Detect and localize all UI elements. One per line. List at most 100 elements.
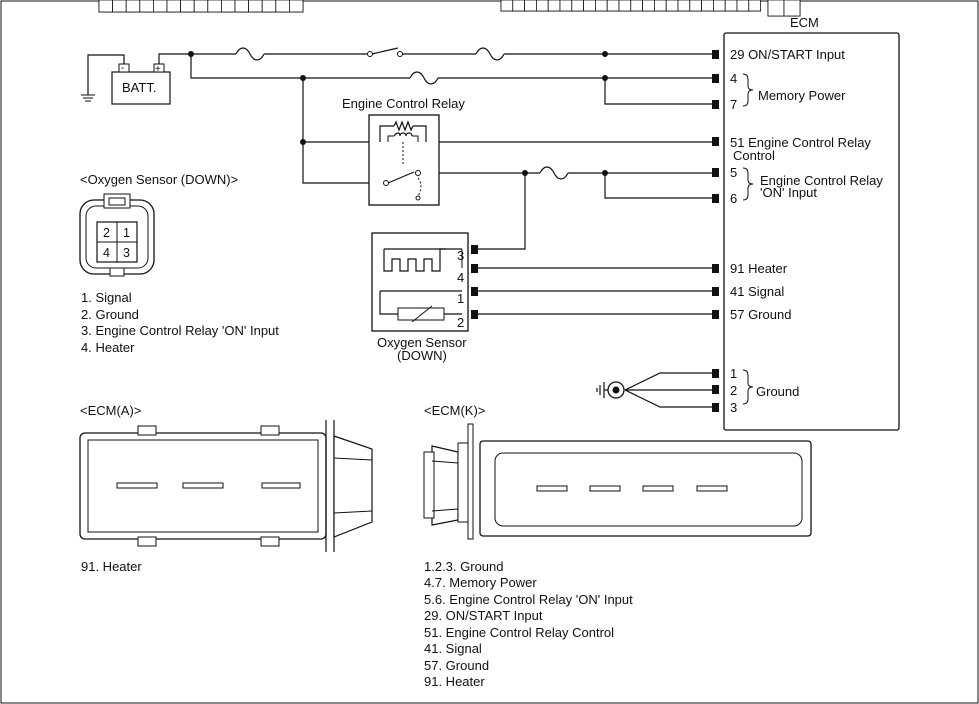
ecm-k-pin-number: 25: [538, 0, 546, 2]
relay-coil-end-1: [387, 135, 394, 142]
ecm-a-tab: [260, 536, 280, 547]
wire-batt-pos: [158, 53, 236, 64]
ecm-a-legend-1: 91. Heater: [81, 559, 142, 574]
ecm-a-pin-number: 11: [156, 0, 165, 2]
junction-dot: [300, 75, 306, 81]
ecm-a-pin-number: 5: [240, 0, 245, 2]
ecm-a-pin-number: 15: [101, 0, 110, 2]
ecm-pin-51-marker: [712, 137, 719, 146]
junction-dot: [522, 170, 528, 176]
ecm-pin-g1-marker: [712, 369, 719, 378]
ecm-k-pin-number: 10: [715, 0, 723, 2]
ecm-pin-51-label-cont: Control: [733, 148, 775, 163]
ecm-k-pin-number: 18: [621, 0, 629, 2]
wire-ground-3: [624, 389, 712, 408]
relay-title: Engine Control Relay: [342, 96, 465, 111]
ecm-k-pin-number: 27: [515, 0, 523, 2]
ecm-k-key: [696, 485, 728, 492]
ecm-a-pin-cell: [288, 0, 304, 13]
junction-dot: [188, 51, 194, 57]
ecm-k-pin-cell: [748, 0, 761, 12]
o2-connector-title: <Oxygen Sensor (DOWN)>: [80, 172, 238, 187]
ecm-k-pin-number: 20: [597, 0, 605, 2]
ecm-k-pin-number: 26: [526, 0, 534, 2]
sensor-pin-3-marker: [471, 245, 478, 254]
wire-pin-7: [604, 78, 712, 105]
ecm-k-key: [536, 485, 568, 492]
relay-coil-lead-1: [379, 125, 394, 142]
sensor-pin-3: 3: [457, 248, 464, 263]
ecm-pin-5-label: 5: [730, 165, 737, 180]
ecm-k-pin-number: 22: [574, 0, 582, 2]
ecm-pin-g1-label: 1: [730, 366, 737, 381]
wire-pin-6: [604, 173, 712, 199]
wire-sensor-pin3: [476, 173, 526, 250]
ecm-k-title: <ECM(K)>: [424, 403, 485, 418]
ecm-a-pin-number: 6: [226, 0, 231, 2]
ecm-pin-g3-marker: [712, 403, 719, 412]
ecm-pin-57-marker: [712, 310, 719, 319]
wiring: [158, 47, 712, 408]
ecm-pin-7-marker: [712, 100, 719, 109]
ecm-a-pin-number: 2: [280, 0, 285, 2]
ecm-pin-41-marker: [712, 287, 719, 296]
ground-brace: [742, 369, 754, 405]
junction-dot: [602, 51, 608, 57]
sensor-pin-4: 4: [457, 270, 464, 285]
ecm-a-boot: [333, 435, 373, 538]
ecm-a-pin-grid: 6059585756555453525150494847464544434241…: [98, 0, 304, 13]
ecm-k-pin-number: 14: [668, 0, 676, 2]
o2-connector-key: [109, 267, 125, 277]
ecm-a-title: <ECM(A)>: [80, 403, 141, 418]
ecm-k-pin-number: 17: [633, 0, 641, 2]
ecm-a-pin-number: 12: [142, 0, 151, 2]
ecm-a-pin-number: 1: [294, 0, 299, 2]
ecm-k-side-grid: 654321: [767, 0, 801, 17]
oxygen-sensor: 3 4 1 2 Oxygen Sensor (DOWN): [371, 232, 478, 363]
ecm-k-boot-end: [423, 451, 435, 519]
ecm-a-boot-rib: [333, 510, 373, 514]
ecm-a-pin-number: 7: [212, 0, 217, 2]
ecm-k-pin-number: 11: [704, 0, 712, 2]
sensor-pin-1: 1: [457, 291, 464, 306]
sensor-element-arrow: [411, 305, 433, 323]
ecm-pin-6-label: 6: [730, 191, 737, 206]
ecm-a-pin-number: 4: [253, 0, 258, 2]
sensor-element-lead-1: [379, 291, 398, 315]
ecm-k-connector: <ECM(K)> 9493929190898887868584838281807…: [423, 0, 812, 689]
ecm-k-side-pin-number: 2: [773, 0, 778, 2]
ecm-pin-51-label: 51 Engine Control Relay: [730, 135, 871, 150]
ecm-k-boot: [431, 445, 459, 526]
relay-coil-lead-2: [413, 125, 427, 142]
ecm-k-pin-grid: 9493929190898887868584838281807978777675…: [500, 0, 761, 12]
ecm-k-legend-8: 91. Heater: [424, 674, 485, 689]
engine-control-relay: Engine Control Relay: [342, 96, 465, 206]
ecm-a-boot-rib: [333, 457, 373, 461]
ecm-k-legend-2: 4.7. Memory Power: [424, 575, 537, 590]
ecm-k-legend-6: 41. Signal: [424, 641, 482, 656]
ground-point-core: [612, 386, 620, 394]
o2-legend-1: 1. Signal: [81, 290, 132, 305]
ecm-k-legend-5: 51. Engine Control Relay Control: [424, 625, 614, 640]
ecm-k-pin-number: 13: [680, 0, 688, 2]
relay-contact-common: [383, 180, 389, 186]
fuse-2: [475, 47, 505, 61]
battery-neg-sign: -: [121, 63, 124, 74]
sensor-pin-2-marker: [471, 310, 478, 319]
sensor-pin-1-marker: [471, 287, 478, 296]
fuse-3: [409, 71, 439, 85]
ecm-pin-91-label: 91 Heater: [730, 261, 788, 276]
relay-resistor: [393, 120, 414, 132]
ecm-pin-6-marker: [712, 194, 719, 203]
junction-dots: [188, 51, 608, 176]
ecm-a-key: [116, 482, 158, 489]
ecm-pin-5-marker: [712, 168, 719, 177]
ignition-switch-blade: [371, 47, 399, 55]
relay-spring: [417, 177, 422, 197]
junction-dot: [602, 75, 608, 81]
ecm-k-legend-1: 1.2.3. Ground: [424, 559, 504, 574]
ecm-a-key: [182, 482, 224, 489]
ecm-pin-markers: [712, 50, 719, 412]
sensor-name-cont: (DOWN): [397, 348, 447, 363]
